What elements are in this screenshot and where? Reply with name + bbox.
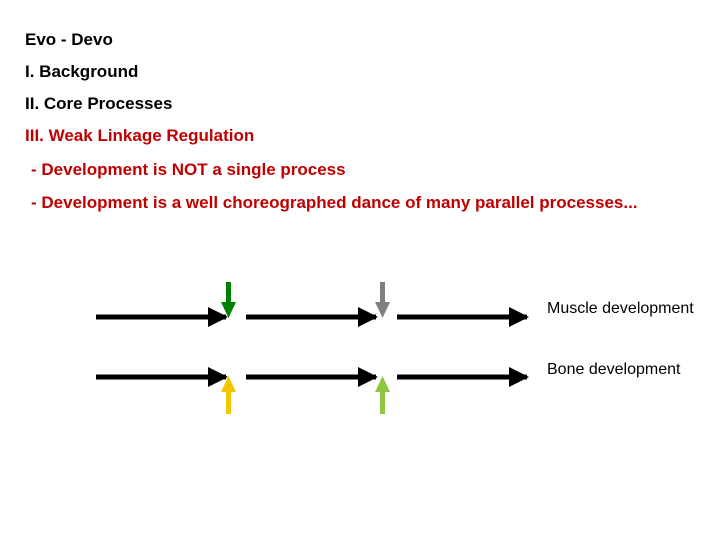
lightgreen-up-signal-arrow: [375, 376, 390, 414]
gray-down-signal-arrow: [375, 282, 390, 318]
point-parallel-processes: - Development is a well choreographed da…: [31, 193, 638, 212]
outline-item-weak-linkage: III. Weak Linkage Regulation: [25, 126, 255, 145]
slide-title: Evo - Devo: [25, 30, 113, 49]
point-not-single-process: - Development is NOT a single process: [31, 160, 346, 179]
yellow-up-signal-arrow: [221, 376, 236, 414]
green-down-signal-arrow: [221, 282, 236, 318]
outline-item-background: I. Background: [25, 62, 139, 81]
bone-development-label: Bone development: [547, 361, 681, 378]
outline-item-core-processes: II. Core Processes: [25, 94, 173, 113]
muscle-development-label: Muscle development: [547, 300, 694, 317]
